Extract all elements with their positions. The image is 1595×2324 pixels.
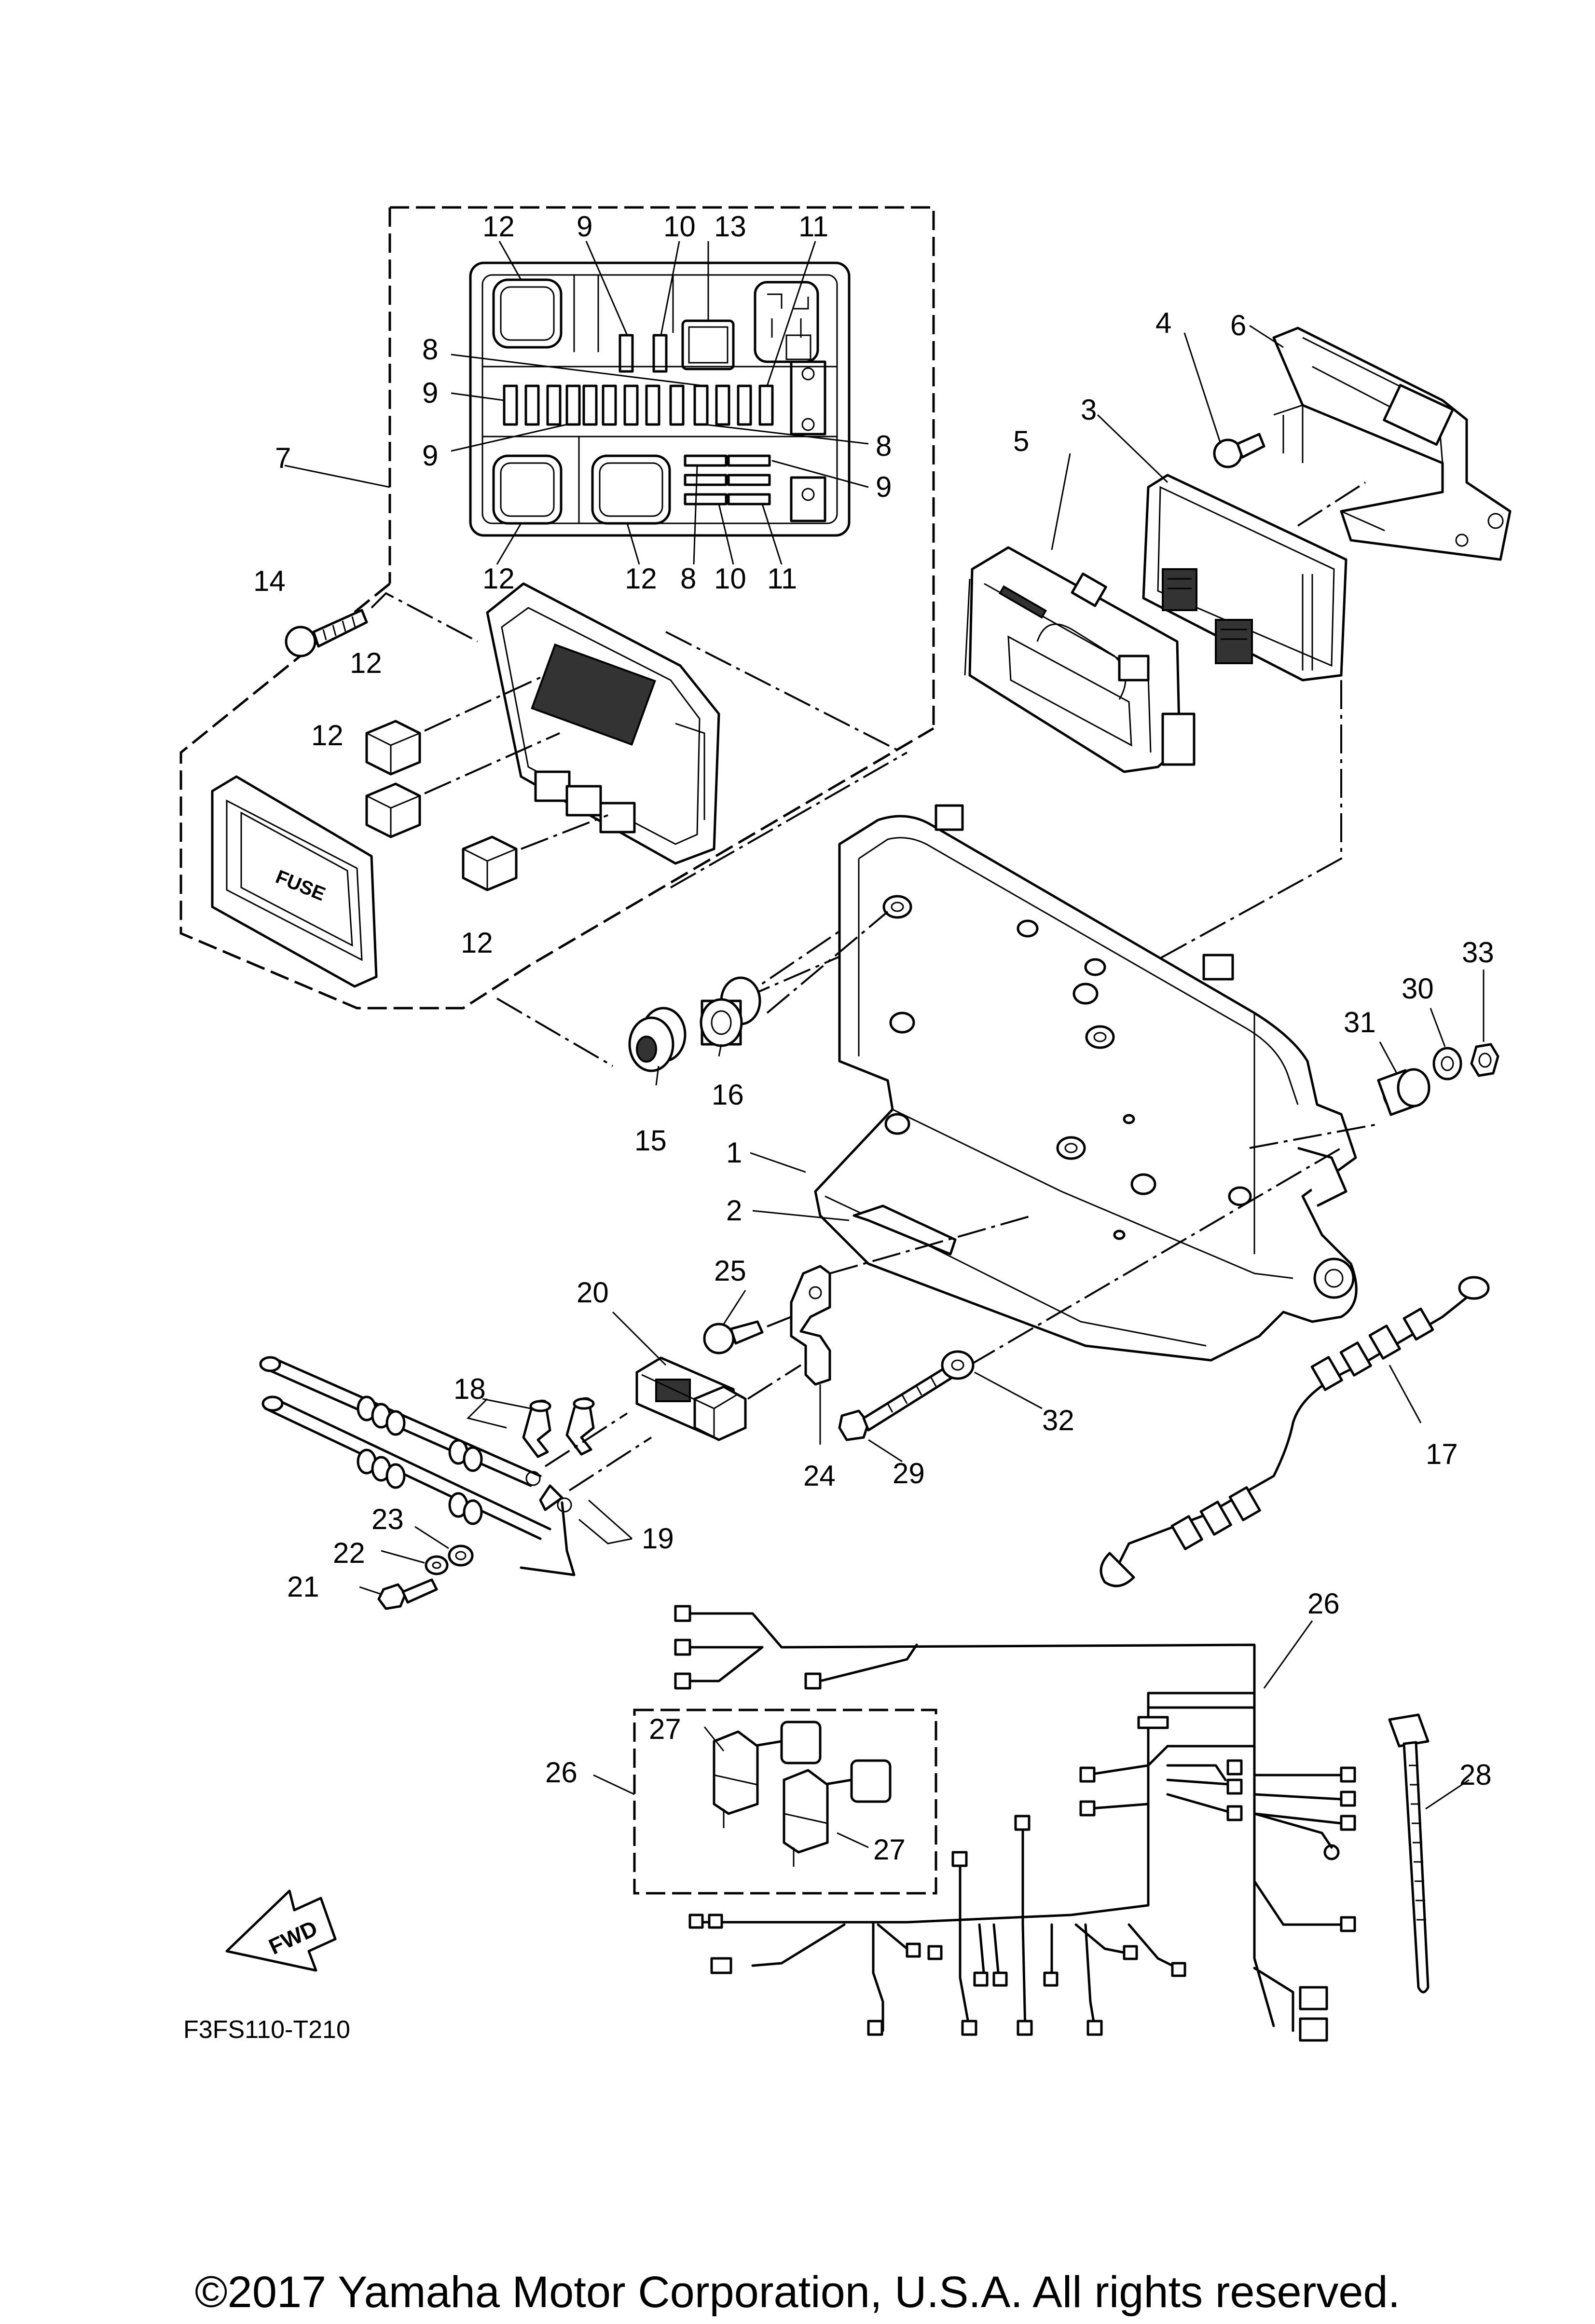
- label-9-right: 9: [876, 471, 892, 503]
- tray-1: [814, 804, 1358, 1362]
- label-13: 13: [714, 210, 746, 243]
- label-9-top: 9: [577, 210, 592, 243]
- cable-sleeve-lower: [357, 1449, 483, 1525]
- battery-cables: [259, 1356, 652, 1576]
- label-10-bottom: 10: [714, 562, 746, 595]
- label-30: 30: [1402, 972, 1434, 1005]
- label-22: 22: [333, 1537, 365, 1569]
- bolt-29: [838, 1366, 954, 1463]
- ecu-3: [1142, 474, 1348, 682]
- label-4: 4: [1155, 307, 1171, 339]
- label-17: 17: [1426, 1438, 1458, 1470]
- label-12-relay-b: 12: [311, 719, 344, 752]
- washer-32: [941, 1350, 1043, 1409]
- cover-5: [964, 546, 1196, 773]
- nut-33: [1470, 1043, 1499, 1077]
- label-8-right: 8: [876, 430, 892, 462]
- label-9-left-b: 9: [422, 439, 438, 472]
- fuse-box-leaders: [284, 241, 869, 565]
- small-parts-leaders: [359, 1290, 821, 1595]
- label-10-top: 10: [663, 210, 696, 243]
- collar-31: [1377, 1068, 1430, 1116]
- label-7: 7: [275, 442, 291, 474]
- label-26-caps: 26: [545, 1756, 578, 1789]
- label-12-relay-a: 12: [350, 647, 382, 679]
- sensor-cable-17: [1100, 1276, 1490, 1587]
- label-31: 31: [1344, 1006, 1376, 1039]
- label-14: 14: [253, 565, 286, 597]
- label-25: 25: [714, 1255, 746, 1287]
- label-29: 29: [893, 1457, 925, 1490]
- label-16: 16: [712, 1079, 744, 1111]
- fuse-box-plan: [469, 261, 851, 537]
- loose-relays: [365, 674, 608, 891]
- bolt-4: [1213, 433, 1265, 468]
- label-27-b: 27: [873, 1833, 906, 1866]
- collar-16: [700, 976, 761, 1047]
- cap-18: [522, 1397, 595, 1458]
- washer-22: [425, 1555, 449, 1575]
- cap-27-a: [713, 1721, 822, 1828]
- label-21: 21: [287, 1571, 319, 1603]
- label-24: 24: [803, 1460, 836, 1492]
- label-11-top: 11: [798, 210, 828, 243]
- fuse-box-detail-frame: [179, 206, 935, 1010]
- label-15: 15: [634, 1124, 667, 1157]
- cap-19: [525, 1471, 572, 1513]
- label-18: 18: [454, 1373, 486, 1405]
- fwd-arrow: FWD: [225, 1889, 337, 1972]
- washer-30: [1432, 1047, 1462, 1080]
- label-8-left: 8: [422, 333, 438, 366]
- label-12-relay-c: 12: [461, 927, 493, 959]
- hardware-leaders: [1379, 970, 1485, 1074]
- label-12-top: 12: [482, 210, 515, 243]
- bolt-25: [703, 1316, 792, 1354]
- label-20: 20: [577, 1276, 609, 1309]
- cap-detail-frame: [593, 1709, 937, 1895]
- label-2: 2: [726, 1194, 742, 1227]
- label-6: 6: [1230, 309, 1246, 342]
- label-11-bottom: 11: [767, 562, 797, 595]
- label-28: 28: [1459, 1759, 1492, 1791]
- label-19: 19: [642, 1522, 674, 1555]
- wire-harness-26: [674, 1605, 1356, 2042]
- copyright-notice: ©2017 Yamaha Motor Corporation, U.S.A. A…: [194, 2268, 1401, 2317]
- label-9-left-a: 9: [422, 377, 438, 409]
- label-5: 5: [1013, 425, 1029, 457]
- bracket-6: [1272, 327, 1512, 561]
- tray-leader-lines: [655, 911, 1380, 1366]
- label-8-bottom: 8: [680, 562, 696, 595]
- label-3: 3: [1081, 394, 1097, 426]
- bracket-24: [790, 1265, 831, 1386]
- grommet-15: [628, 1007, 687, 1072]
- label-32: 32: [1042, 1404, 1074, 1436]
- label-23: 23: [371, 1503, 404, 1535]
- relay-assembly-20: [635, 1356, 802, 1441]
- washer-23: [448, 1545, 474, 1567]
- cable-tie-28: [1388, 1713, 1470, 1994]
- label-12-bottom-b: 12: [625, 562, 657, 595]
- label-33: 33: [1462, 936, 1494, 969]
- label-27-a: 27: [649, 1713, 681, 1745]
- fuse-box-3d: [486, 582, 720, 865]
- label-26-harness: 26: [1307, 1587, 1340, 1620]
- cable-sleeve-upper: [357, 1395, 483, 1472]
- callout-labels: 12 9 10 13 11 8 9 9 8 9 12 12 8 10 11 12…: [183, 210, 1494, 2044]
- bolt-14: [285, 592, 478, 657]
- diagram-code: F3FS110-T210: [183, 2016, 350, 2044]
- cap-27-b: [783, 1759, 892, 1867]
- label-1: 1: [726, 1136, 742, 1169]
- bolt-21: [377, 1578, 438, 1610]
- fuse-cover: FUSE: [211, 775, 378, 988]
- label-12-bottom-a: 12: [482, 562, 515, 595]
